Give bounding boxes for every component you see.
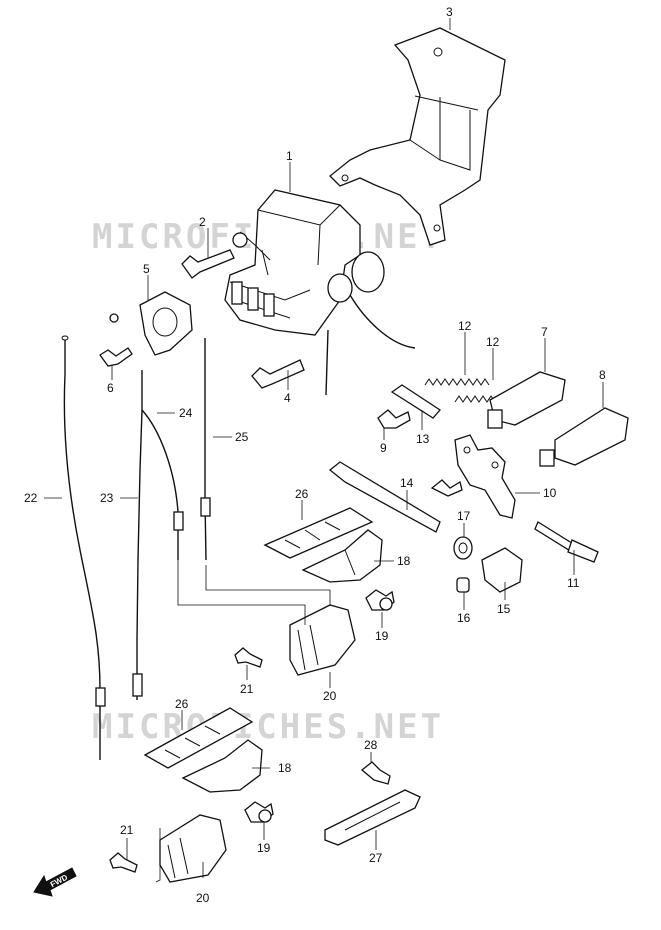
callout-28: 28 <box>364 738 378 752</box>
callout-21b: 21 <box>120 823 134 837</box>
callout-2: 2 <box>199 215 206 229</box>
screw-part-19b <box>244 801 274 823</box>
callout-19a: 19 <box>375 629 389 643</box>
shaft-part-14 <box>328 461 441 533</box>
callout-15: 15 <box>497 602 511 616</box>
callout-24: 24 <box>179 406 193 420</box>
fwd-arrow-icon: FWD <box>33 867 77 897</box>
callout-27: 27 <box>369 851 383 865</box>
callout-1: 1 <box>286 149 293 163</box>
callout-18a: 18 <box>397 554 411 568</box>
screw-part-6 <box>99 313 133 367</box>
screw-part-9 <box>377 409 411 429</box>
callout-3: 3 <box>446 5 453 19</box>
bolt-part-4 <box>251 359 305 389</box>
callout-12a: 12 <box>458 319 472 333</box>
lever-part-8 <box>539 407 629 467</box>
bracket-part-20b <box>159 814 227 883</box>
callout-13: 13 <box>416 432 430 446</box>
screw-part-28 <box>360 761 391 785</box>
callout-26a: 26 <box>295 487 309 501</box>
plate-part-13 <box>390 384 441 419</box>
callout-20a: 20 <box>323 689 337 703</box>
callout-18b: 18 <box>278 761 292 775</box>
callout-25: 25 <box>235 430 249 444</box>
callout-14: 14 <box>400 476 414 490</box>
callout-labels: 1 2 3 4 5 6 7 8 9 10 11 12 12 13 14 15 1… <box>24 5 606 905</box>
bracket-part <box>329 27 506 246</box>
callout-20b: 20 <box>196 891 210 905</box>
cable-part-25 <box>200 338 211 561</box>
pin-part-11 <box>534 521 599 563</box>
callout-26b: 26 <box>175 697 189 711</box>
bracket-part-20a <box>289 604 356 676</box>
callout-19b: 19 <box>257 841 271 855</box>
screw-part-21a <box>234 647 263 668</box>
spring-part-12a <box>424 378 490 386</box>
lever-part-7 <box>487 371 566 429</box>
callout-10: 10 <box>543 486 557 500</box>
callout-5: 5 <box>143 262 150 276</box>
callout-8: 8 <box>599 368 606 382</box>
callout-7: 7 <box>541 325 548 339</box>
clamp-part <box>139 291 193 356</box>
plate-part-27 <box>324 789 421 846</box>
screw-part-21b <box>109 852 138 873</box>
callout-11: 11 <box>567 576 580 590</box>
callout-17: 17 <box>457 509 471 523</box>
cable-part-22 <box>61 335 106 760</box>
clip-part-15 <box>481 547 523 593</box>
leader-lines <box>44 18 604 883</box>
callout-12b: 12 <box>486 335 500 349</box>
callout-4: 4 <box>284 391 291 405</box>
watermark-bottom: MICROFICHES.NET <box>92 707 444 747</box>
callout-21a: 21 <box>240 682 254 696</box>
relay-assembly-part <box>224 189 416 396</box>
bolt-part-2 <box>181 249 235 279</box>
bushing-part-17 <box>453 536 473 560</box>
callout-6: 6 <box>107 381 114 395</box>
screw-near-10 <box>430 479 463 497</box>
cable-part-24 <box>141 409 184 560</box>
callout-16: 16 <box>457 611 471 625</box>
spacer-part-26a <box>263 507 374 559</box>
screw-part-19a <box>365 589 395 611</box>
cable-part-23 <box>132 370 143 700</box>
spacer-part-26b <box>143 707 254 769</box>
callout-23: 23 <box>100 491 114 505</box>
holder-part-18a <box>301 529 383 583</box>
bushing-part-16 <box>456 577 470 593</box>
link-part-10 <box>454 434 516 519</box>
callout-22: 22 <box>24 491 38 505</box>
holder-part-18b <box>181 739 263 793</box>
callout-9: 9 <box>380 441 387 455</box>
